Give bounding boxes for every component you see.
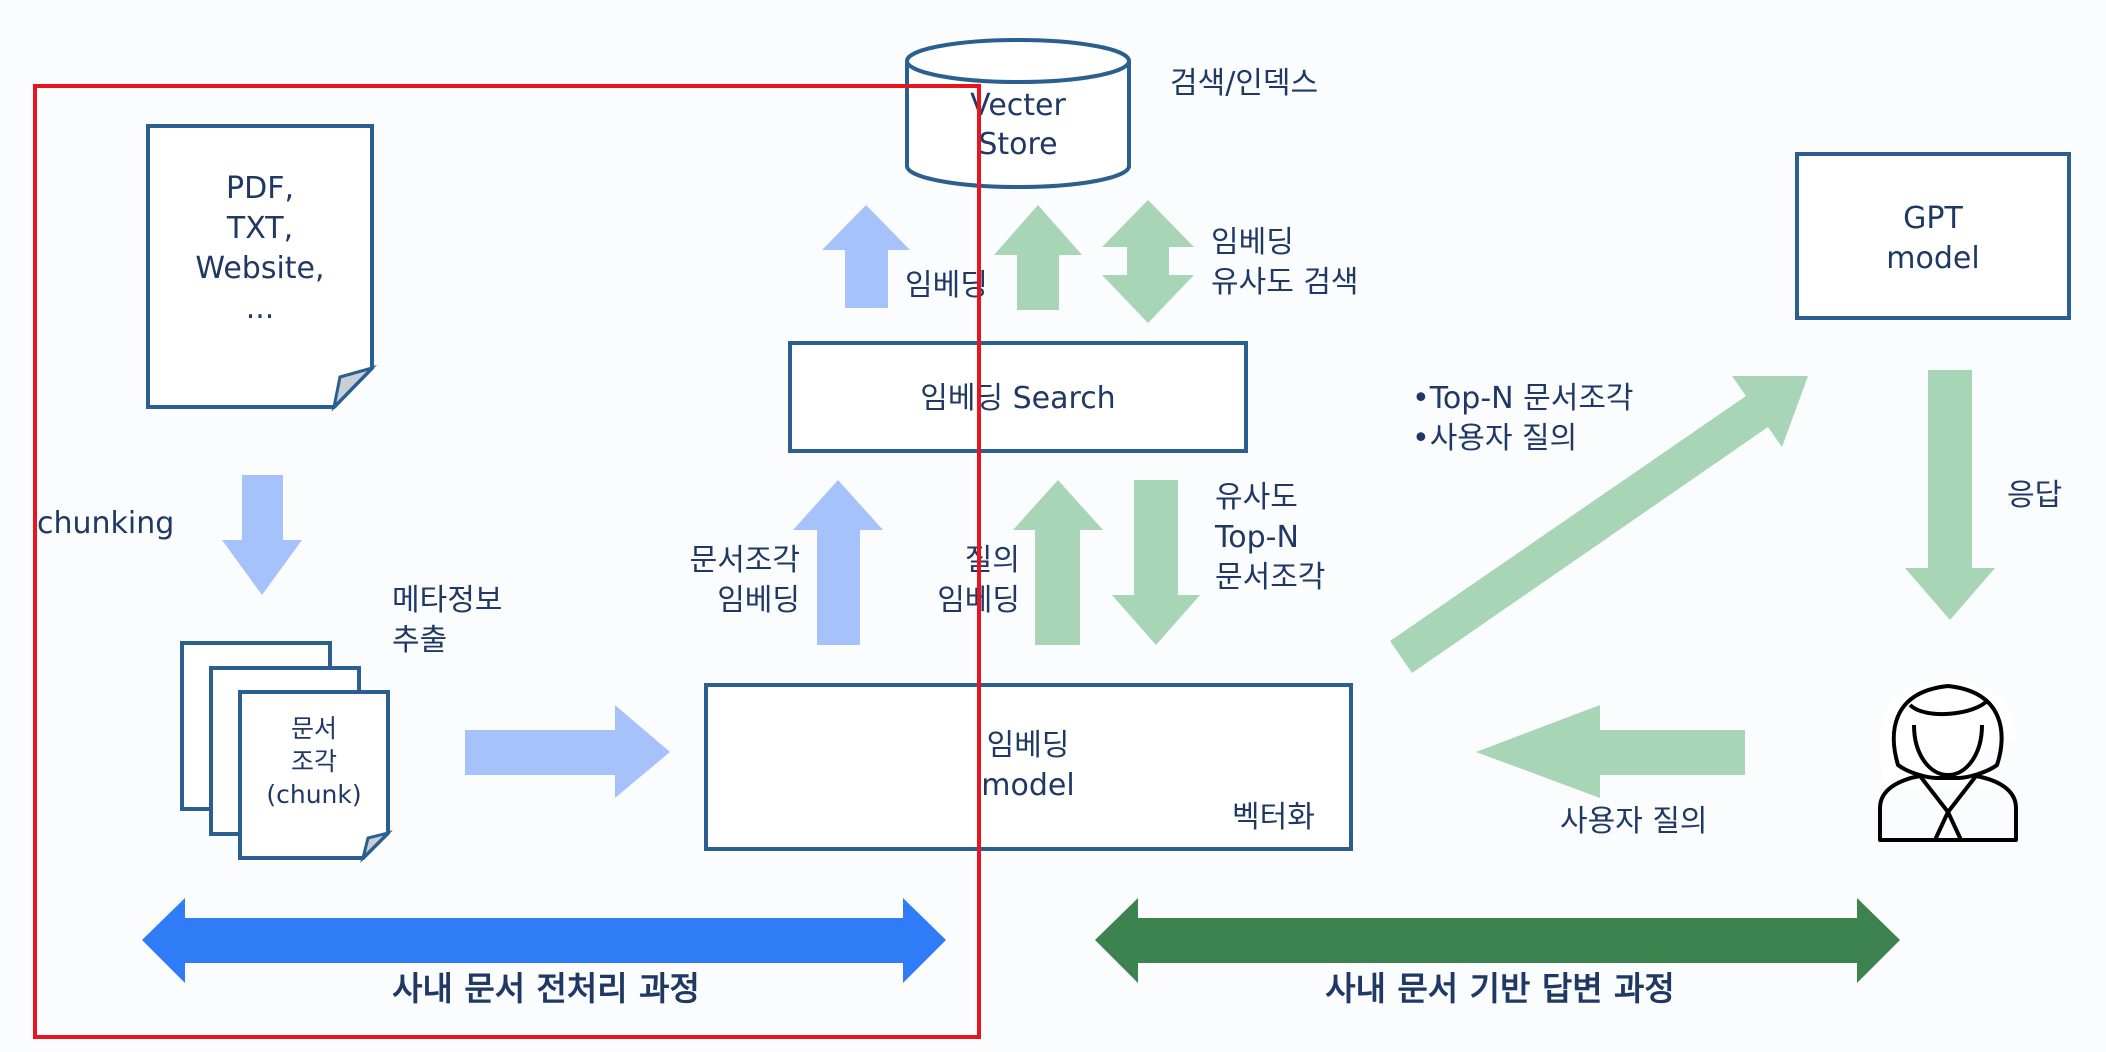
user-query-label: 사용자 질의 bbox=[1560, 804, 1708, 839]
user-avatar-icon bbox=[1878, 682, 2018, 842]
query-embedding-label-1: 질의 bbox=[965, 543, 1020, 578]
topn-label-1: 유사도 bbox=[1215, 480, 1298, 515]
answering-phase-label: 사내 문서 기반 답변 과정 bbox=[1325, 969, 1675, 1008]
chunk-label-2: 조각 bbox=[291, 747, 337, 776]
vector-store-cylinder bbox=[905, 38, 1131, 189]
embedding-model-label-1: 임베딩 bbox=[987, 728, 1070, 763]
bullet-topn-chunks: •Top-N 문서조각 bbox=[1412, 381, 1634, 416]
document-chunks-stack bbox=[180, 641, 393, 863]
embedding-up-arrow bbox=[822, 205, 910, 308]
preprocessing-phase-label: 사내 문서 전처리 과정 bbox=[392, 969, 700, 1008]
vector-store-label-1: Vecter bbox=[970, 88, 1066, 123]
vector-store-label-2: Store bbox=[978, 127, 1057, 162]
chunking-label: chunking bbox=[37, 506, 174, 541]
similarity-search-double-arrow bbox=[1102, 200, 1194, 323]
topn-label-2: Top-N bbox=[1214, 520, 1299, 555]
chunk-embedding-arrow bbox=[793, 480, 883, 645]
doc-type-txt: TXT, bbox=[226, 211, 293, 246]
topn-down-arrow bbox=[1112, 480, 1200, 645]
embedding-up-label: 임베딩 bbox=[905, 268, 988, 303]
user-query-arrow bbox=[1476, 705, 1745, 798]
chunk-to-model-arrow bbox=[465, 705, 670, 798]
to-gpt-diagonal-arrow bbox=[1390, 376, 1808, 673]
preprocessing-highlight-frame bbox=[33, 84, 981, 1039]
chunk-label-1: 문서 bbox=[291, 714, 337, 743]
chunk-label-3: (chunk) bbox=[266, 780, 361, 809]
gpt-model-label-1: GPT bbox=[1903, 201, 1963, 236]
query-embedding-arrow bbox=[1013, 480, 1103, 645]
embedding-similarity-label-1: 임베딩 bbox=[1211, 225, 1294, 260]
chunk-embedding-label-1: 문서조각 bbox=[690, 543, 800, 578]
store-up-arrow-green bbox=[994, 205, 1082, 310]
vectorization-label: 벡터화 bbox=[1232, 800, 1315, 835]
doc-type-website: Website, bbox=[195, 251, 324, 286]
metadata-label-2: 추출 bbox=[392, 623, 447, 658]
embedding-similarity-label-2: 유사도 검색 bbox=[1211, 265, 1359, 300]
doc-type-pdf: PDF, bbox=[226, 171, 294, 206]
metadata-label-1: 메타정보 bbox=[392, 583, 502, 618]
topn-label-3: 문서조각 bbox=[1215, 560, 1325, 595]
embedding-model-box bbox=[704, 683, 1353, 851]
answering-phase-arrow bbox=[1095, 898, 1900, 983]
chunking-arrow bbox=[222, 475, 302, 595]
chunk-embedding-label-2: 임베딩 bbox=[717, 583, 800, 618]
response-label: 응답 bbox=[2007, 478, 2062, 513]
gpt-model-box bbox=[1795, 152, 2071, 320]
preprocessing-phase-arrow bbox=[142, 898, 946, 983]
doc-type-more: ... bbox=[246, 291, 275, 326]
embedding-model-label-2: model bbox=[981, 768, 1074, 803]
embedding-search-label: 임베딩 Search bbox=[920, 381, 1115, 416]
embedding-search-box bbox=[788, 341, 1248, 453]
document-icon bbox=[146, 124, 377, 412]
bullet-user-query: •사용자 질의 bbox=[1412, 421, 1577, 456]
gpt-model-label-2: model bbox=[1886, 241, 1979, 276]
search-index-label: 검색/인덱스 bbox=[1170, 66, 1318, 101]
response-down-arrow bbox=[1905, 370, 1995, 620]
